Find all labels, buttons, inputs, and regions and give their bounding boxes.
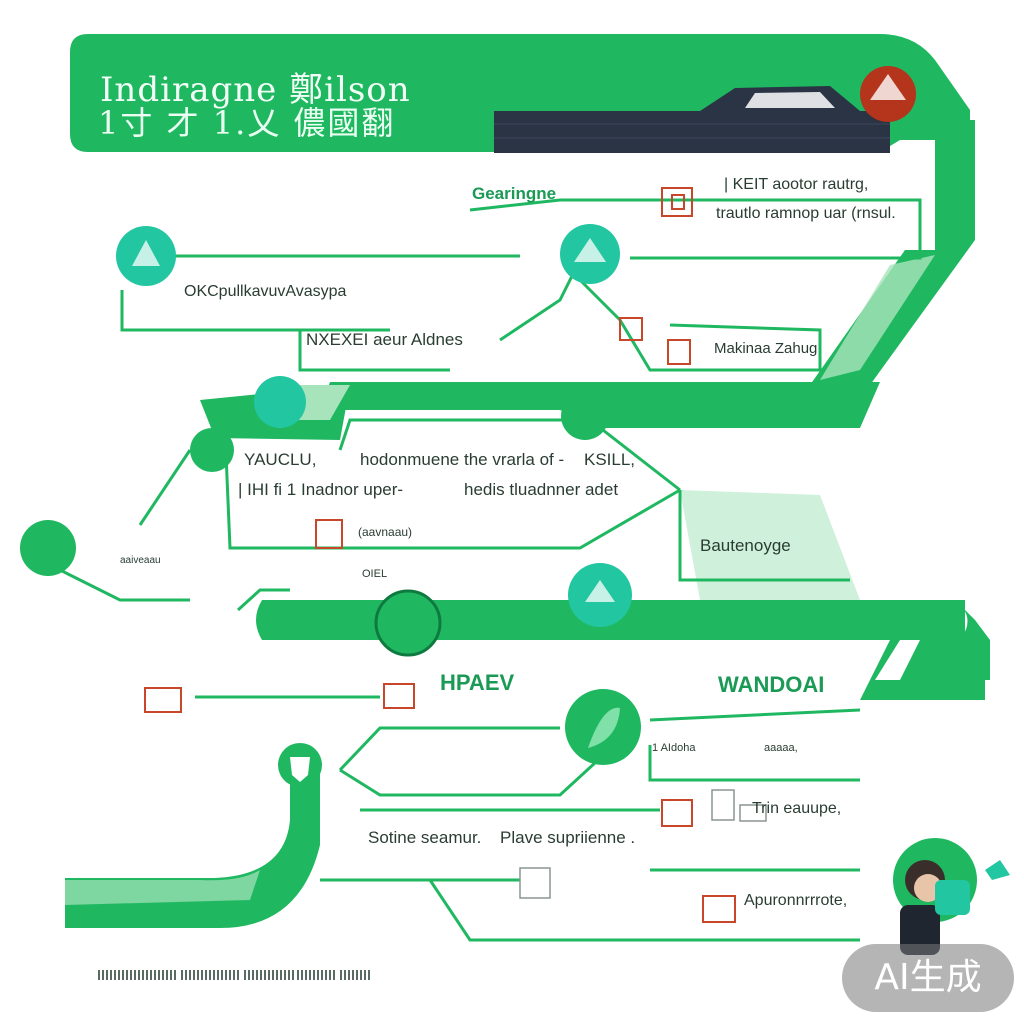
connectors bbox=[39, 198, 922, 942]
label-plave: Plave supriienne . bbox=[500, 828, 636, 847]
header-title: Indiragne 鄭ilson bbox=[100, 70, 411, 110]
label-apun: Apuronnrrrote, bbox=[744, 892, 848, 909]
ribbon-shade bbox=[820, 255, 935, 380]
label-ksill: KSILL, bbox=[584, 450, 636, 469]
label-gearing: Gearingne bbox=[472, 184, 557, 203]
node-middle-left bbox=[254, 376, 306, 428]
node-question bbox=[561, 392, 609, 440]
label-kelt-line2: trautlo ramnop uar (rnsul. bbox=[716, 205, 896, 222]
label-trin: Trin eauupe, bbox=[752, 800, 842, 817]
node-far-left bbox=[20, 520, 76, 576]
label-sotine: Sotine seamur. bbox=[368, 828, 482, 847]
dark-bar bbox=[494, 111, 890, 153]
label-row-small-b: aaaaa, bbox=[764, 742, 798, 754]
watermark-badge: AI生成 bbox=[842, 944, 1014, 1012]
node-middle-small bbox=[190, 428, 234, 472]
label-okc: OKCpullkavuvAvasypa bbox=[184, 283, 347, 300]
label-kelt-line1: | KEIT aootor rautrg, bbox=[724, 176, 869, 193]
label-hod-line2: hedis tluadnner adet bbox=[464, 480, 619, 499]
label-bauleno: Bautenoyge bbox=[700, 536, 791, 555]
node-lower-center bbox=[374, 589, 442, 657]
lower-right-landscape bbox=[680, 490, 860, 600]
label-wandoai: WANDOAI bbox=[718, 672, 825, 697]
bottom-hook bbox=[65, 770, 320, 928]
bottom-hook-light bbox=[65, 870, 260, 905]
label-oie: OIEL bbox=[362, 568, 388, 580]
person-figure bbox=[893, 838, 1010, 955]
red-icons bbox=[144, 187, 736, 923]
label-mekina: Makinaa Zahug bbox=[714, 340, 818, 357]
bar-grid bbox=[494, 123, 890, 139]
label-small-paren: (aavnaau) bbox=[358, 525, 413, 539]
car-window bbox=[745, 92, 835, 108]
gray-icons bbox=[519, 789, 767, 899]
label-inadnor: | IHI fi 1 Inadnor uper- bbox=[238, 480, 404, 499]
label-tiny-left: aaiveaau bbox=[120, 555, 161, 566]
label-nexe: NXEXEI aeur Aldnes bbox=[306, 330, 463, 349]
label-hod-line1: hodonmuene the vrarla of - bbox=[360, 450, 565, 469]
label-hpaev: HPAEV bbox=[440, 670, 515, 695]
label-yaucl: YAUCLU, bbox=[244, 450, 317, 469]
footer-marks bbox=[98, 966, 373, 984]
label-row-small-a: 1 AIdoha bbox=[652, 742, 696, 754]
middle-band-light bbox=[290, 385, 350, 420]
lower-band bbox=[260, 605, 990, 680]
header-subtitle: 1寸 才 1.乂 儂國翻 bbox=[98, 104, 396, 142]
right-ribbon bbox=[810, 120, 975, 385]
